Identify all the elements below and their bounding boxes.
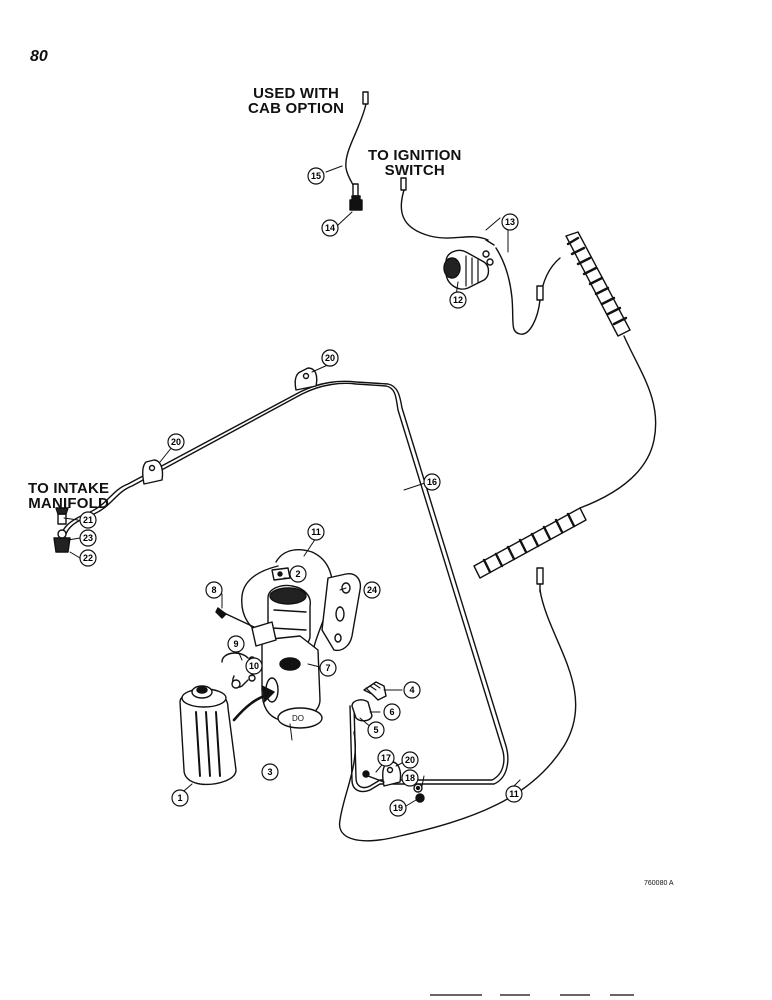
part-ref-bubble: 18 — [401, 769, 419, 787]
wire-end-terminal — [536, 285, 544, 301]
clip-20-left — [141, 459, 164, 485]
part-ref-bubble: 5 — [367, 721, 385, 739]
part-ref-number: 4 — [409, 685, 414, 695]
part-ref-number: 15 — [311, 171, 321, 181]
part-ref-bubble: 10 — [245, 657, 263, 675]
part-ref-bubble: 23 — [79, 529, 97, 547]
part-ref-number: 21 — [83, 515, 93, 525]
callout-line: SWITCH — [384, 162, 445, 179]
wire-end-terminal — [352, 183, 359, 197]
part-ref-bubble: 24 — [363, 581, 381, 599]
fuel-valve-assembly: DO — [215, 549, 362, 729]
fitting-21 — [55, 507, 69, 525]
part-ref-bubble: 20 — [401, 751, 419, 769]
footer-rule — [560, 994, 590, 996]
part-ref-bubble: 1 — [171, 789, 189, 807]
part-ref-bubble: 2 — [289, 565, 307, 583]
part-ref-number: 18 — [405, 773, 415, 783]
fluid-can-1 — [179, 685, 237, 786]
part-ref-bubble: 17 — [377, 749, 395, 767]
part-ref-number: 19 — [393, 803, 403, 813]
part-ref-number: 8 — [211, 585, 216, 595]
fitting-22-23 — [53, 529, 71, 553]
part-ref-number: 11 — [311, 527, 321, 537]
part-ref-number: 14 — [325, 223, 335, 233]
part-ref-bubble: 19 — [389, 799, 407, 817]
fitting-5-6 — [351, 699, 373, 722]
page-number: 80 — [30, 48, 48, 65]
braided-sleeve-lower — [473, 507, 587, 579]
callout-line: MANIFOLD — [28, 495, 109, 512]
part-ref-number: 2 — [295, 569, 300, 579]
callout-line: TO INTAKE — [28, 480, 110, 497]
callout-ignition-switch: TO IGNITION SWITCH — [368, 148, 462, 178]
part-ref-bubble: 14 — [321, 219, 339, 237]
wire-end-terminal — [362, 91, 369, 105]
part-ref-number: 11 — [509, 789, 519, 799]
part-ref-number: 5 — [373, 725, 378, 735]
part-ref-number: 17 — [381, 753, 391, 763]
part-ref-bubble: 7 — [319, 659, 337, 677]
part-ref-number: 13 — [505, 217, 515, 227]
ignition-switch-12 — [443, 249, 494, 290]
part-ref-number: 1 — [177, 793, 182, 803]
part-ref-bubble: 20 — [167, 433, 185, 451]
part-ref-number: 22 — [83, 553, 93, 563]
part-ref-number: 10 — [249, 661, 259, 671]
part-ref-bubble: 16 — [423, 473, 441, 491]
part-ref-number: 23 — [83, 533, 93, 543]
wire-end-terminal — [536, 567, 544, 585]
part-ref-number: 20 — [171, 437, 181, 447]
part-ref-number: 16 — [427, 477, 437, 487]
callout-intake-manifold: TO INTAKE MANIFOLD — [28, 481, 109, 511]
braided-sleeve-upper — [565, 231, 631, 337]
part-ref-number: 24 — [367, 585, 377, 595]
part-ref-bubble: 11 — [505, 785, 523, 803]
part-ref-number: 12 — [453, 295, 463, 305]
part-ref-bubble: 13 — [501, 213, 519, 231]
part-ref-number: 7 — [325, 663, 330, 673]
footer-rule — [610, 994, 634, 996]
screw-8 — [221, 611, 257, 629]
wire-15 — [345, 103, 367, 195]
callout-line: TO IGNITION — [368, 147, 462, 164]
part-ref-bubble: 6 — [383, 703, 401, 721]
clip-20-upper — [294, 367, 318, 391]
part-ref-bubble: 12 — [449, 291, 467, 309]
wire-11-upper — [275, 549, 333, 661]
part-ref-number: 3 — [267, 767, 272, 777]
part-ref-bubble: 9 — [227, 635, 245, 653]
part-ref-number: 20 — [325, 353, 335, 363]
part-ref-bubble: 15 — [307, 167, 325, 185]
callout-cab-option: USED WITH CAB OPTION — [248, 86, 344, 116]
callout-line: CAB OPTION — [248, 100, 345, 117]
part-reference-bubbles: 1234567891011111213141516171819202020212… — [79, 167, 523, 817]
screw-17 — [367, 775, 385, 783]
part-ref-number: 9 — [233, 639, 238, 649]
svg-text:DO: DO — [292, 714, 304, 723]
part-ref-bubble: 21 — [79, 511, 97, 529]
part-ref-bubble: 22 — [79, 549, 97, 567]
wire-13 — [400, 189, 489, 241]
wire-11-lower — [338, 589, 577, 842]
clip-20-lower — [381, 761, 402, 787]
footer-rule — [500, 994, 530, 996]
figure-code: 760080 A — [644, 880, 674, 887]
part-ref-bubble: 4 — [403, 681, 421, 699]
part-ref-bubble: 20 — [321, 349, 339, 367]
part-ref-number: 6 — [389, 707, 394, 717]
part-ref-bubble: 11 — [307, 523, 325, 541]
harness-long — [579, 335, 657, 509]
part-ref-number: 20 — [405, 755, 415, 765]
part-ref-bubble: 8 — [205, 581, 223, 599]
callout-line: USED WITH — [253, 85, 340, 102]
part-ref-bubble: 3 — [261, 763, 279, 781]
elbow-fitting-4 — [363, 681, 387, 701]
footer-rule — [430, 994, 482, 996]
